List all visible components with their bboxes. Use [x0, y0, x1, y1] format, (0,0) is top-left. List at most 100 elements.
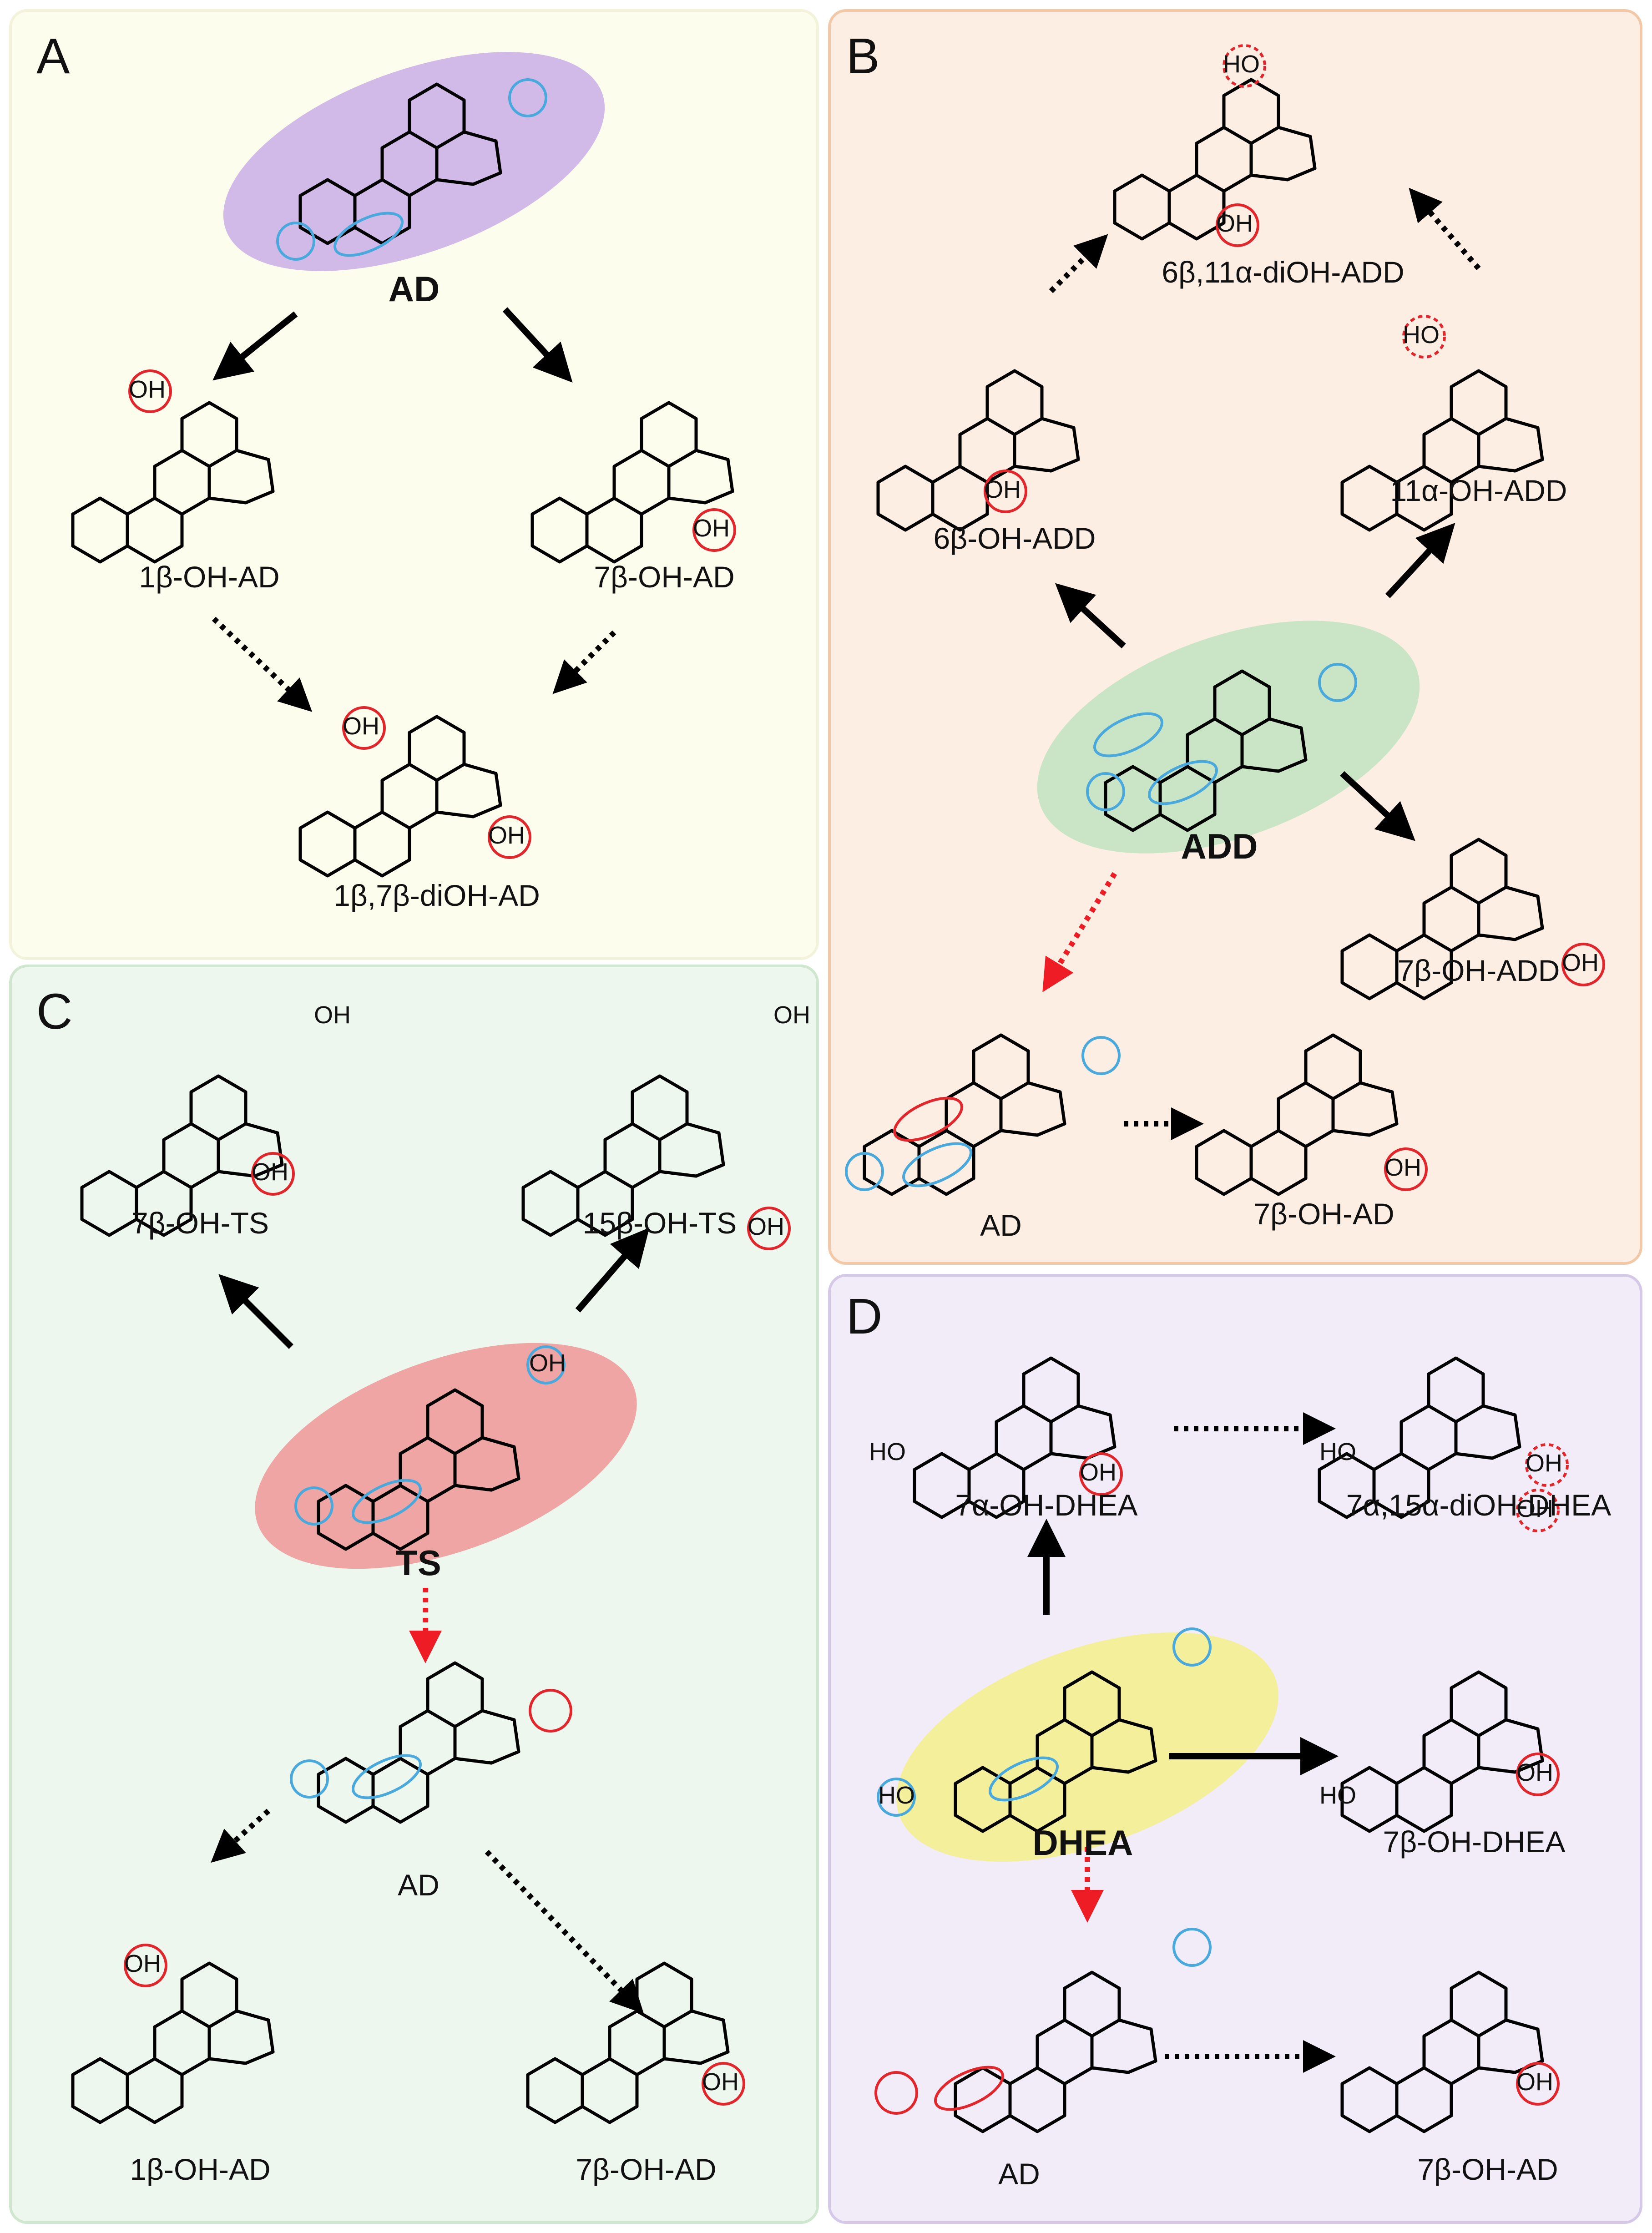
ho-label: HO [878, 1782, 915, 1809]
oh-circle [692, 508, 736, 552]
compound-label: 7β-OH-AD [594, 560, 735, 594]
compound-label: 6β,11α-diOH-ADD [1162, 255, 1404, 289]
molecule-ad-b [864, 1035, 1065, 1194]
oh-circle [251, 1152, 295, 1196]
oh-label: OH [773, 1001, 810, 1029]
compound-label: 1β,7β-diOH-AD [333, 879, 540, 912]
oh-label: OH [314, 1001, 351, 1029]
site-circle [989, 1756, 1059, 1802]
highlight-add [1037, 621, 1420, 854]
arrow [218, 1274, 293, 1349]
site-circle [902, 1142, 972, 1187]
highlight-dhea [896, 1632, 1278, 1862]
molecule-1b7b-diohad [300, 717, 500, 876]
arrow [1385, 523, 1455, 598]
oh-circle [529, 1689, 572, 1733]
oh-label: OH [343, 712, 379, 740]
compound-label: 7β-OH-ADD [1397, 954, 1560, 987]
oh-label: OH [748, 1213, 784, 1240]
oh-circle [702, 2062, 745, 2106]
oh-label: OH [488, 822, 525, 849]
oh-circle [342, 706, 386, 750]
molecule-7b-oh-ad-d [1342, 1972, 1542, 2132]
oh-label: OH [1080, 1459, 1116, 1486]
arrow-dotted [485, 1849, 644, 2014]
oh-label: OH [702, 2068, 739, 2096]
panel-letter-c: C [36, 984, 73, 1040]
site-circle [1172, 1627, 1212, 1667]
oh-label: OH [129, 376, 166, 403]
oh-circle-dashed [1223, 44, 1266, 88]
oh-label: OH [693, 515, 730, 542]
molecule-6b-oh-add [878, 371, 1078, 530]
compound-label: 7α,15α-diOH-DHEA [1346, 1488, 1612, 1522]
molecule-ad-d [955, 1972, 1156, 2132]
oh-label: OH [1562, 949, 1599, 976]
ho-label: HO [1403, 321, 1440, 349]
oh-circle [1216, 203, 1259, 247]
compound-label: 6β-OH-ADD [933, 521, 1096, 555]
ho-label: HO [869, 1438, 906, 1465]
arrow-dotted [211, 1809, 271, 1863]
oh-label: OH [252, 1158, 288, 1186]
oh-label: OH [124, 1950, 161, 1977]
oh-circle [1516, 1753, 1560, 1796]
site-circle [352, 1479, 422, 1524]
compound-label: 7β-OH-TS [131, 1206, 269, 1240]
panel-letter-b: B [846, 28, 880, 84]
site-circle [1093, 712, 1163, 758]
compound-label: 1β-OH-AD [130, 2152, 271, 2186]
site-circle [1081, 1036, 1121, 1075]
site-circle [1086, 772, 1125, 811]
site-circle [845, 1152, 884, 1191]
oh-label: OH [1516, 2068, 1553, 2096]
panel-letter-a: A [36, 28, 70, 84]
oh-circle [747, 1207, 791, 1250]
arrow [575, 1228, 650, 1313]
compound-label: AD [398, 1868, 440, 1902]
site-circle [1318, 663, 1357, 702]
arrow-dotted [212, 616, 313, 712]
oh-circle-dashed [1516, 1489, 1560, 1532]
substrate-label-ad: AD [388, 269, 440, 309]
site-circle [276, 222, 315, 261]
site-circle [508, 78, 547, 117]
molecule-1b-oh-ad-a [73, 403, 273, 562]
oh-circle [124, 1944, 167, 1987]
site-circle [526, 1345, 566, 1384]
oh-circle [128, 369, 172, 413]
arrow-red-dotted [1042, 872, 1117, 992]
site-circle [352, 1754, 422, 1799]
oh-circle [1561, 943, 1605, 986]
compound-label: 7β-OH-AD [576, 2152, 717, 2186]
oh-label: OH [1384, 1154, 1421, 1181]
site-circle [294, 1486, 333, 1526]
compound-label: 11α-OH-ADD [1390, 474, 1567, 507]
ho-label: HO [1223, 51, 1260, 78]
oh-circle [1079, 1452, 1123, 1496]
site-circle [877, 1778, 916, 1817]
molecule-1b-oh-ad-c [73, 1963, 273, 2122]
oh-label: OH [1516, 1495, 1553, 1522]
oh-circle-dashed [1402, 315, 1446, 359]
oh-label: OH [1516, 1759, 1553, 1786]
site-circle-red [934, 2066, 1004, 2111]
site-circle-red [893, 1096, 963, 1142]
compound-label: AD [998, 2157, 1040, 2191]
oh-circle [1384, 1147, 1428, 1191]
oh-circle [984, 470, 1027, 513]
arrow [1055, 583, 1126, 649]
oh-circle [1516, 2062, 1560, 2106]
arrow-dotted [1049, 234, 1108, 293]
molecule-7b-oh-ad-b [1197, 1035, 1397, 1194]
molecule-6b11a-diohadd [1115, 80, 1315, 239]
compound-label: 7β-OH-AD [1253, 1197, 1394, 1231]
oh-circle-dashed [1525, 1443, 1569, 1487]
compound-label: AD [980, 1208, 1022, 1242]
site-circle [1172, 1928, 1212, 1967]
highlight-ad [223, 52, 605, 271]
compound-label: 15β-OH-TS [582, 1206, 737, 1240]
substrate-label-add: ADD [1181, 826, 1258, 866]
